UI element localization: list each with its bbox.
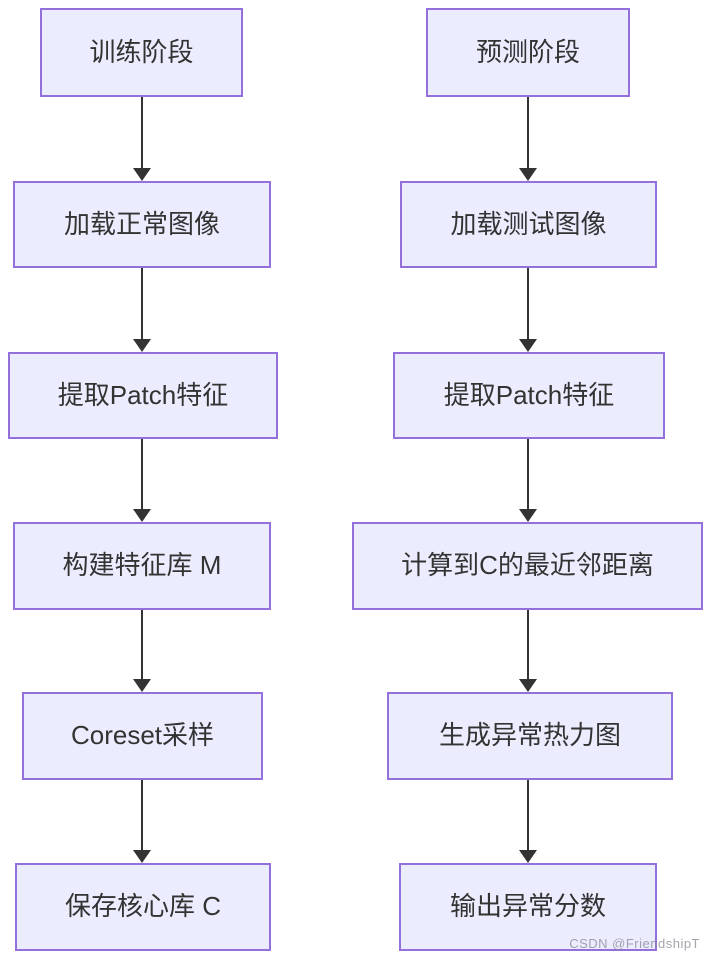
flow-node-output-anomaly-score: 输出异常分数: [399, 863, 657, 951]
flow-node-extract-patch-features-test: 提取Patch特征: [393, 352, 665, 439]
flow-node-extract-patch-features-train: 提取Patch特征: [8, 352, 278, 439]
arrow-shaft: [526, 780, 530, 853]
flow-node-load-normal-images: 加载正常图像: [13, 181, 271, 268]
arrow-shaft: [140, 97, 144, 171]
arrow-head-icon: [519, 679, 537, 692]
arrow-head-icon: [133, 850, 151, 863]
arrow-head-icon: [519, 168, 537, 181]
flow-node-anomaly-heatmap: 生成异常热力图: [387, 692, 673, 780]
arrow-head-icon: [133, 509, 151, 522]
arrow-shaft: [526, 439, 530, 512]
flow-node-prediction-stage: 预测阶段: [426, 8, 630, 97]
arrow-head-icon: [133, 339, 151, 352]
arrow-head-icon: [519, 850, 537, 863]
flow-node-build-feature-bank-m: 构建特征库 M: [13, 522, 271, 610]
watermark: CSDN @FriendshipT: [569, 936, 700, 951]
flow-arrow: [518, 97, 538, 181]
flow-node-nearest-neighbor-distance: 计算到C的最近邻距离: [352, 522, 703, 610]
flow-arrow: [518, 610, 538, 692]
arrow-shaft: [526, 97, 530, 171]
flow-arrow: [518, 780, 538, 863]
flow-node-save-core-bank-c: 保存核心库 C: [15, 863, 271, 951]
flow-node-training-stage: 训练阶段: [40, 8, 243, 97]
arrow-shaft: [526, 268, 530, 342]
flow-node-coreset-sampling: Coreset采样: [22, 692, 263, 780]
flow-arrow: [132, 97, 152, 181]
arrow-shaft: [140, 439, 144, 512]
flow-node-load-test-images: 加载测试图像: [400, 181, 657, 268]
arrow-head-icon: [133, 679, 151, 692]
arrow-shaft: [140, 268, 144, 342]
flow-arrow: [132, 780, 152, 863]
arrow-shaft: [140, 780, 144, 853]
flow-arrow: [518, 268, 538, 352]
arrow-shaft: [140, 610, 144, 682]
flow-arrow: [518, 439, 538, 522]
arrow-head-icon: [133, 168, 151, 181]
flow-arrow: [132, 439, 152, 522]
arrow-head-icon: [519, 339, 537, 352]
arrow-shaft: [526, 610, 530, 682]
flow-arrow: [132, 268, 152, 352]
flow-arrow: [132, 610, 152, 692]
arrow-head-icon: [519, 509, 537, 522]
